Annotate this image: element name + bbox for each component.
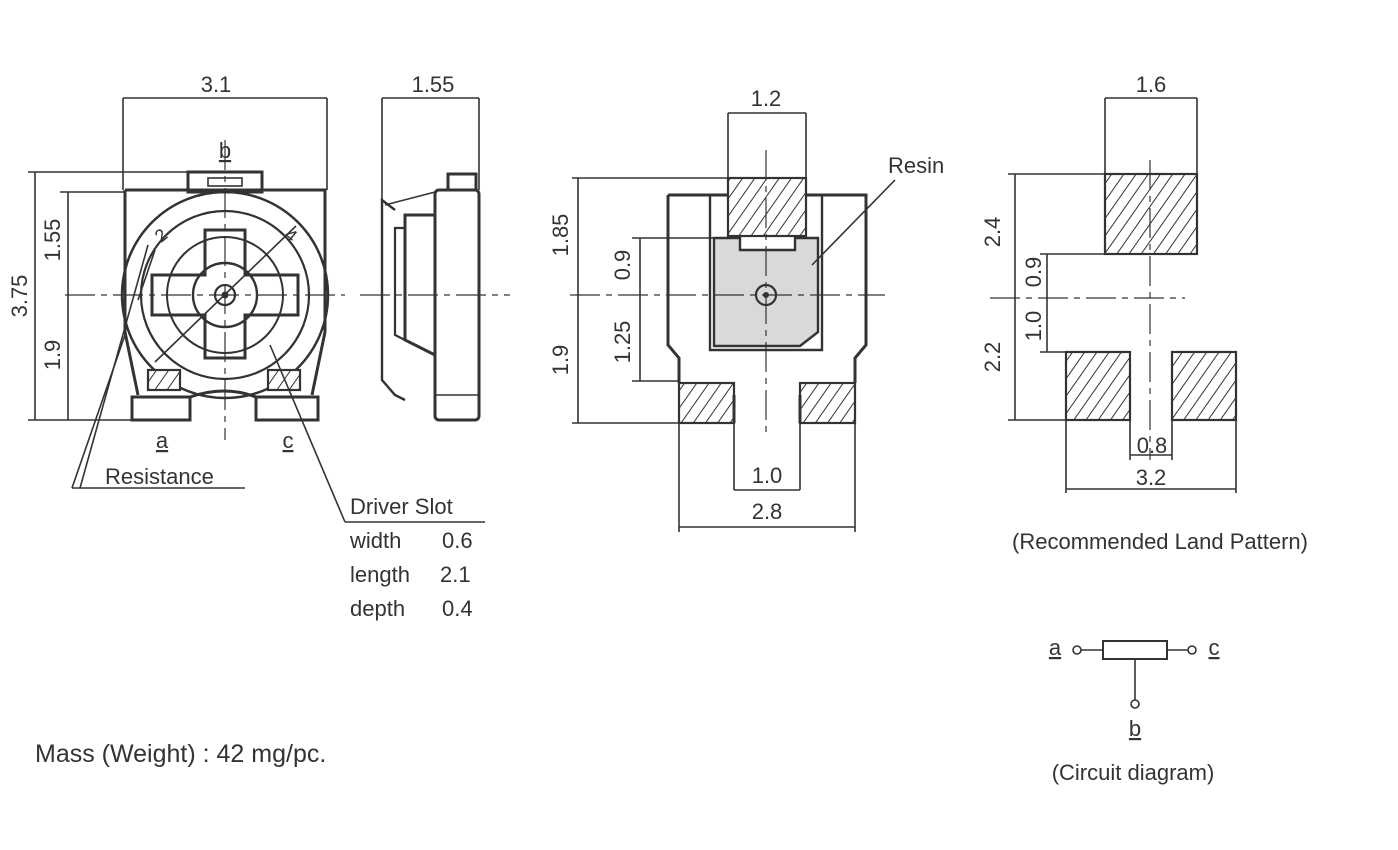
driver-slot-width-value: 0.6 [442, 528, 473, 553]
circuit-terminal-a: a [1049, 635, 1062, 660]
circuit-diagram [1072, 640, 1197, 709]
terminal-a-label: a [156, 428, 169, 453]
dim-resin-lower: 1.25 [610, 321, 635, 364]
resistance-label: Resistance [105, 464, 214, 489]
land-pattern-caption: (Recommended Land Pattern) [1012, 529, 1308, 554]
dim-front-lower: 1.9 [40, 340, 65, 371]
dim-land-slot: 0.8 [1137, 433, 1168, 458]
circuit-terminal-b: b [1129, 716, 1141, 741]
mark-2-label: 2 [151, 225, 172, 247]
dim-front-upper: 1.55 [40, 219, 65, 262]
driver-slot-length-value: 2.1 [440, 562, 471, 587]
driver-slot-width-name: width [349, 528, 401, 553]
dim-side-depth: 1.55 [412, 72, 455, 97]
terminal-c-label: c [283, 428, 294, 453]
side-view [360, 97, 510, 422]
dim-bottom-lower: 1.9 [548, 345, 573, 376]
circuit-terminal-c: c [1209, 635, 1220, 660]
dim-resin-upper: 0.9 [610, 250, 635, 281]
driver-slot-depth-name: depth [350, 596, 405, 621]
terminal-b-label: b [219, 138, 231, 163]
mass-text: Mass (Weight) : 42 mg/pc. [35, 740, 326, 768]
dim-land-width: 3.2 [1136, 465, 1167, 490]
dim-front-height: 3.75 [7, 275, 32, 318]
driver-slot-depth-value: 0.4 [442, 596, 473, 621]
dim-bottom-width: 2.8 [752, 499, 783, 524]
driver-slot-title: Driver Slot [350, 494, 453, 519]
dim-land-upper: 2.4 [980, 217, 1005, 248]
dim-land-gap-lower: 1.0 [1021, 311, 1046, 342]
mark-4-label: 4 [281, 225, 302, 247]
resin-label: Resin [888, 153, 944, 178]
dim-bottom-gap: 1.0 [752, 463, 783, 488]
bottom-view [570, 112, 896, 532]
dim-land-top-width: 1.6 [1136, 72, 1167, 97]
land-pattern [990, 97, 1238, 493]
dim-bottom-top-width: 1.2 [751, 86, 782, 111]
front-view [28, 97, 485, 523]
dim-land-gap-upper: 0.9 [1021, 257, 1046, 288]
circuit-caption: (Circuit diagram) [1052, 760, 1215, 785]
driver-slot-length-name: length [350, 562, 410, 587]
dim-bottom-upper: 1.85 [548, 214, 573, 257]
dim-land-lower: 2.2 [980, 342, 1005, 373]
dim-front-width: 3.1 [201, 72, 232, 97]
